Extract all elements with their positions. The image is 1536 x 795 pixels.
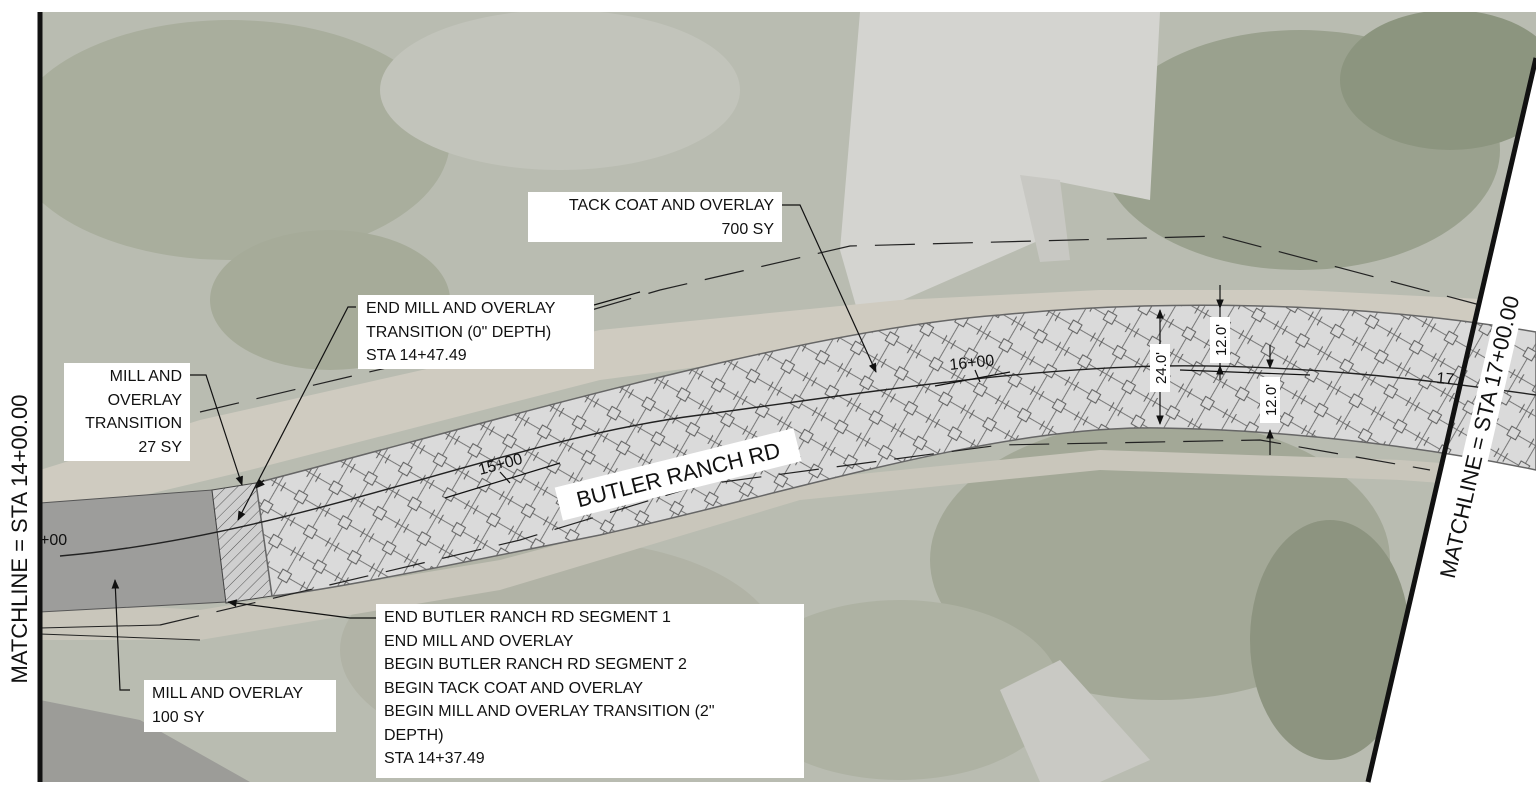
matchline-left-label: MATCHLINE = STA 14+00.00 xyxy=(7,375,33,703)
callout-seg-line2: END MILL AND OVERLAY xyxy=(384,632,574,650)
mill-and-overlay-area xyxy=(39,489,227,613)
matchline-right xyxy=(1365,57,1536,783)
station-16-label: 16+00 xyxy=(949,352,996,374)
callout-mill-and-overlay: MILL AND OVERLAY 100 SY xyxy=(144,680,336,732)
callout-mao-line2: 100 SY xyxy=(152,708,205,726)
lane-lower-label: 12.0' xyxy=(1263,384,1280,416)
dimension-lane-lower xyxy=(1179,345,1311,455)
callout-seg-line7: STA 14+37.49 xyxy=(384,750,485,767)
callout-end-mill-transition: END MILL AND OVERLAY TRANSITION (0" DEPT… xyxy=(358,295,594,369)
row-line-south xyxy=(159,439,1431,626)
callout-mill-overlay-transition: MILL AND OVERLAY TRANSITION 27 SY xyxy=(64,363,190,461)
callout-mot-line2: OVERLAY xyxy=(107,391,182,409)
callout-seg-line4: BEGIN TACK COAT AND OVERLAY xyxy=(384,679,644,697)
station-17-label: 17 xyxy=(1436,370,1455,388)
callout-end-mill-line1: END MILL AND OVERLAY xyxy=(366,300,556,317)
callout-seg-line6: DEPTH) xyxy=(384,726,444,744)
edge-line xyxy=(39,624,201,641)
leader-lines xyxy=(111,204,877,691)
callout-mot-line1: MILL AND xyxy=(109,368,182,385)
callout-seg-line5: BEGIN MILL AND OVERLAY TRANSITION (2" xyxy=(384,703,715,720)
callout-mot-line4: 27 SY xyxy=(138,438,182,456)
callout-mot-line3: TRANSITION xyxy=(85,415,182,432)
callout-segment-notes: END BUTLER RANCH RD SEGMENT 1 END MILL A… xyxy=(376,604,804,778)
tick-16 xyxy=(934,371,1011,387)
callout-end-mill-line2: TRANSITION (0" DEPTH) xyxy=(366,323,552,341)
callout-seg-line3: BEGIN BUTLER RANCH RD SEGMENT 2 xyxy=(384,656,687,673)
callout-end-mill-line3: STA 14+47.49 xyxy=(366,347,467,364)
tick-15 xyxy=(444,462,561,499)
station-14-label: +00 xyxy=(40,532,67,549)
callout-seg-line1: END BUTLER RANCH RD SEGMENT 1 xyxy=(384,609,671,626)
lane-upper-label: 12.0' xyxy=(1213,324,1230,356)
callout-mao-line1: MILL AND OVERLAY xyxy=(152,685,304,702)
total-width-label: 24.0' xyxy=(1153,352,1170,384)
road-centerline xyxy=(59,365,1536,557)
callout-tack-coat-line1: TACK COAT AND OVERLAY xyxy=(568,197,774,214)
callout-tack-coat-line2: 700 SY xyxy=(721,220,774,238)
callout-tack-coat: TACK COAT AND OVERLAY 700 SY xyxy=(528,192,782,242)
